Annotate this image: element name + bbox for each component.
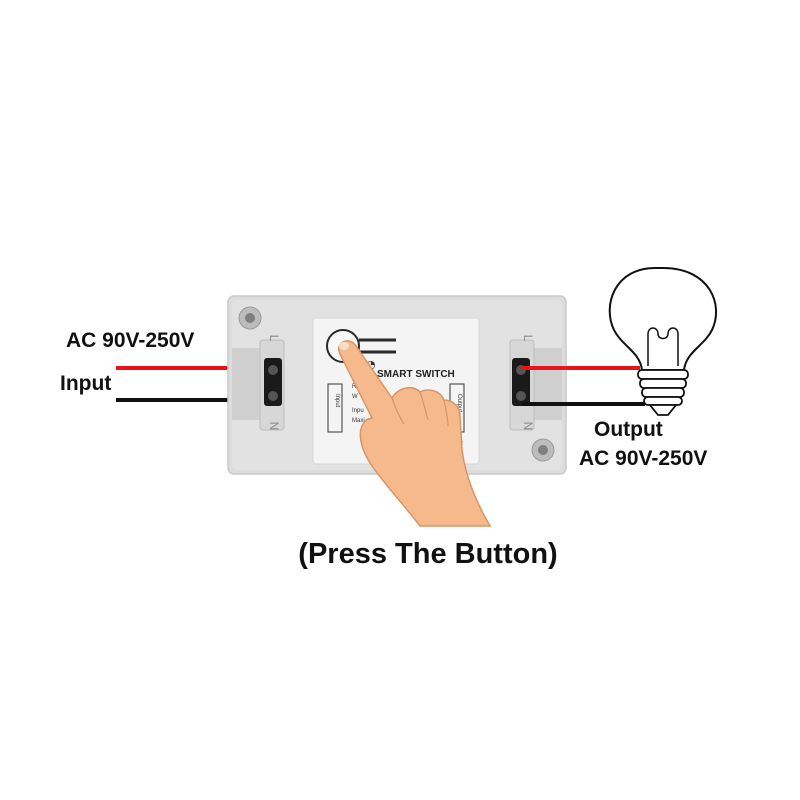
panel-input-text: Input: [334, 394, 340, 408]
device-title: SMART SWITCH: [377, 369, 455, 380]
output-terminal-block: [512, 358, 530, 406]
output-label: Output: [594, 418, 663, 441]
output-voltage-label: AC 90V-250V: [579, 447, 708, 470]
input-terminal-block: [264, 358, 282, 406]
hand-pressing-icon: [337, 340, 492, 527]
terminal-left-n: N: [267, 422, 281, 431]
spec-line-3: Inpu: [352, 408, 364, 414]
terminal-left-l: L: [267, 335, 281, 342]
terminal-right-n: N: [521, 422, 535, 431]
terminal-right-l: L: [521, 335, 535, 342]
panel-output-text: Output: [456, 394, 462, 412]
wireless-icon: ◔: [366, 358, 376, 371]
spec-line-4: Maxi: [352, 418, 365, 424]
spec-line-1: R: [352, 384, 357, 390]
spec-line-2: W: [352, 394, 358, 400]
input-label: Input: [60, 372, 112, 395]
caption: (Press The Button): [298, 538, 558, 570]
input-voltage-label: AC 90V-250V: [66, 329, 195, 352]
light-bulb-icon: [608, 267, 717, 416]
